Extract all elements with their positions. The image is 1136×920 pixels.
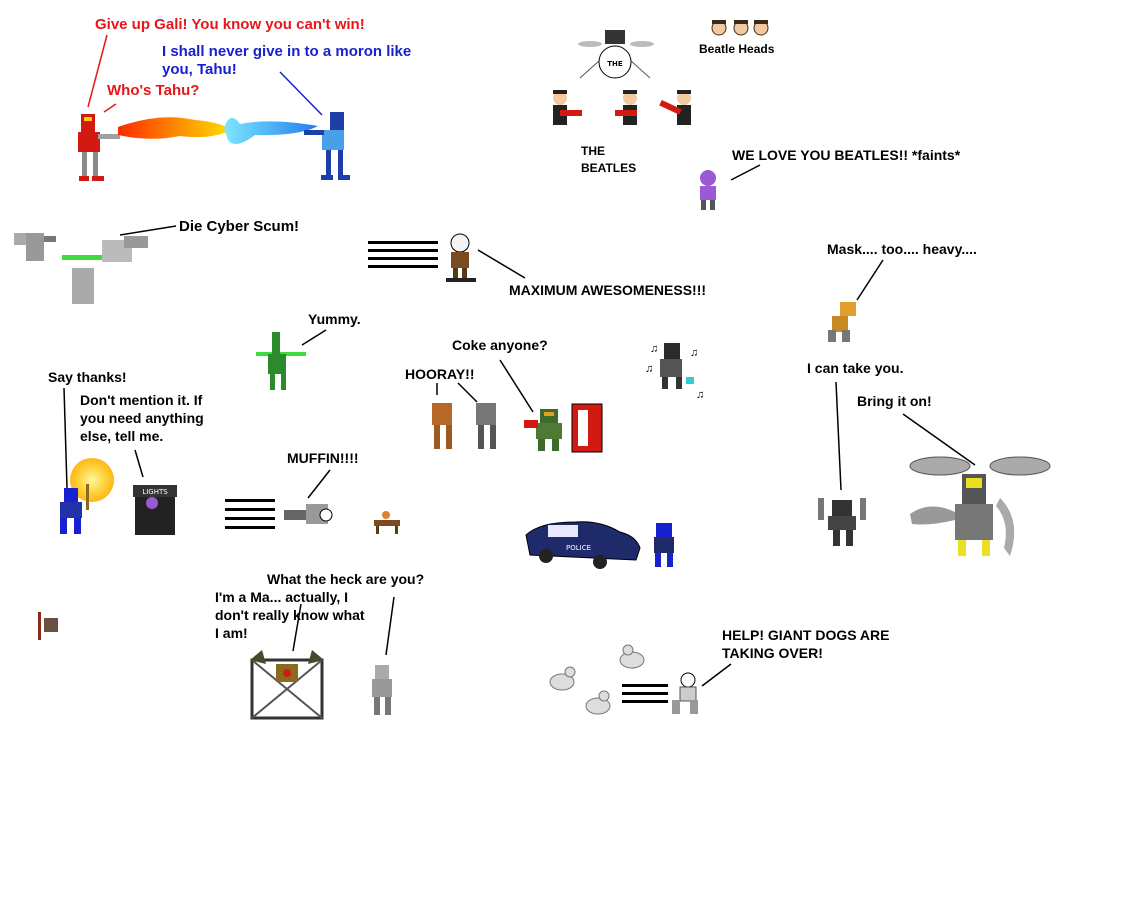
coke-text: Coke anyone? xyxy=(452,337,548,353)
music-note-icon: ♫ xyxy=(650,343,658,355)
music-note-icon: ♫ xyxy=(696,389,704,401)
yummy-text: Yummy. xyxy=(308,311,361,327)
coke-machine xyxy=(571,403,603,453)
master-chief-figure xyxy=(524,409,562,451)
fainting-fan xyxy=(700,170,716,210)
cyber-robot-left xyxy=(14,233,56,261)
green-lightsaber xyxy=(62,255,106,260)
beatle-heads xyxy=(711,20,769,36)
giant-dogs-text: HELP! GIANT DOGS ARE TAKING OVER! xyxy=(722,627,890,661)
speed-lines-top xyxy=(368,241,438,268)
muffin-on-table xyxy=(374,511,400,534)
beatle-guitarists xyxy=(553,90,691,125)
awesomeness-text: MAXIMUM AWESOMENESS!!! xyxy=(509,282,707,298)
heavy-mask-figure xyxy=(828,302,856,342)
music-note-icon: ♫ xyxy=(690,347,698,359)
drum-kit: THE xyxy=(578,30,654,79)
blue-torch-figure xyxy=(60,484,89,534)
giant-dogs xyxy=(549,644,645,715)
im-a-ma-text: I'm a Ma... actually, I don't really kno… xyxy=(215,589,365,641)
fire-blast xyxy=(118,117,232,139)
say-thanks-text: Say thanks! xyxy=(48,369,127,385)
police-label: POLICE xyxy=(566,544,591,552)
giant-winged-boss xyxy=(909,456,1051,556)
water-blast xyxy=(224,117,318,144)
green-saber-figure xyxy=(256,332,306,390)
speed-lines-dogs xyxy=(622,684,668,703)
flying-muffin-figure xyxy=(284,504,333,524)
police-car: POLICE xyxy=(525,521,641,569)
mystery-creature xyxy=(250,650,324,720)
beatle-heads-label: Beatle Heads xyxy=(699,42,775,56)
glowing-light-icon xyxy=(70,458,114,502)
music-figure: ♫ ♫ ♫ ♫ xyxy=(645,343,704,401)
speed-lines-bottom xyxy=(225,499,275,529)
music-note-icon: ♫ xyxy=(645,363,653,375)
what-are-you-text: What the heck are you? xyxy=(267,571,425,587)
gali-taunt-text: Give up Gali! You know you can't win! xyxy=(95,16,365,33)
blue-officer-figure xyxy=(654,523,674,567)
asking-figure xyxy=(372,665,392,715)
take-you-text: I can take you. xyxy=(807,360,904,376)
fleeing-figure xyxy=(672,672,698,714)
gali-figure xyxy=(304,112,350,180)
hooray-figures xyxy=(432,403,496,449)
mask-heavy-text: Mask.... too.... heavy.... xyxy=(827,241,977,257)
the-beatles-label: THE BEATLES xyxy=(581,144,637,175)
drum-label: THE xyxy=(607,60,623,68)
cyber-robot-center xyxy=(72,236,148,304)
dont-mention-text: Don't mention it. If you need anything e… xyxy=(80,392,204,444)
bring-it-text: Bring it on! xyxy=(857,393,932,409)
speech-lines xyxy=(63,34,976,687)
beatles-fan-text: WE LOVE YOU BEATLES!! *faints* xyxy=(732,147,961,163)
hooray-text: HOORAY!! xyxy=(405,366,475,382)
gali-reply-text: I shall never give in to a moron like yo… xyxy=(162,43,412,78)
skater xyxy=(446,233,476,282)
muffin-text: MUFFIN!!!! xyxy=(287,450,359,466)
lights-sign: LIGHTS xyxy=(142,488,168,496)
small-brown-figure xyxy=(38,612,58,640)
cyber-scum-text: Die Cyber Scum! xyxy=(179,218,300,235)
whos-tahu-text: Who's Tahu? xyxy=(107,82,200,99)
tahu-figure xyxy=(78,114,120,181)
black-warrior-figure xyxy=(818,498,866,546)
lights-booth: LIGHTS xyxy=(133,485,177,535)
